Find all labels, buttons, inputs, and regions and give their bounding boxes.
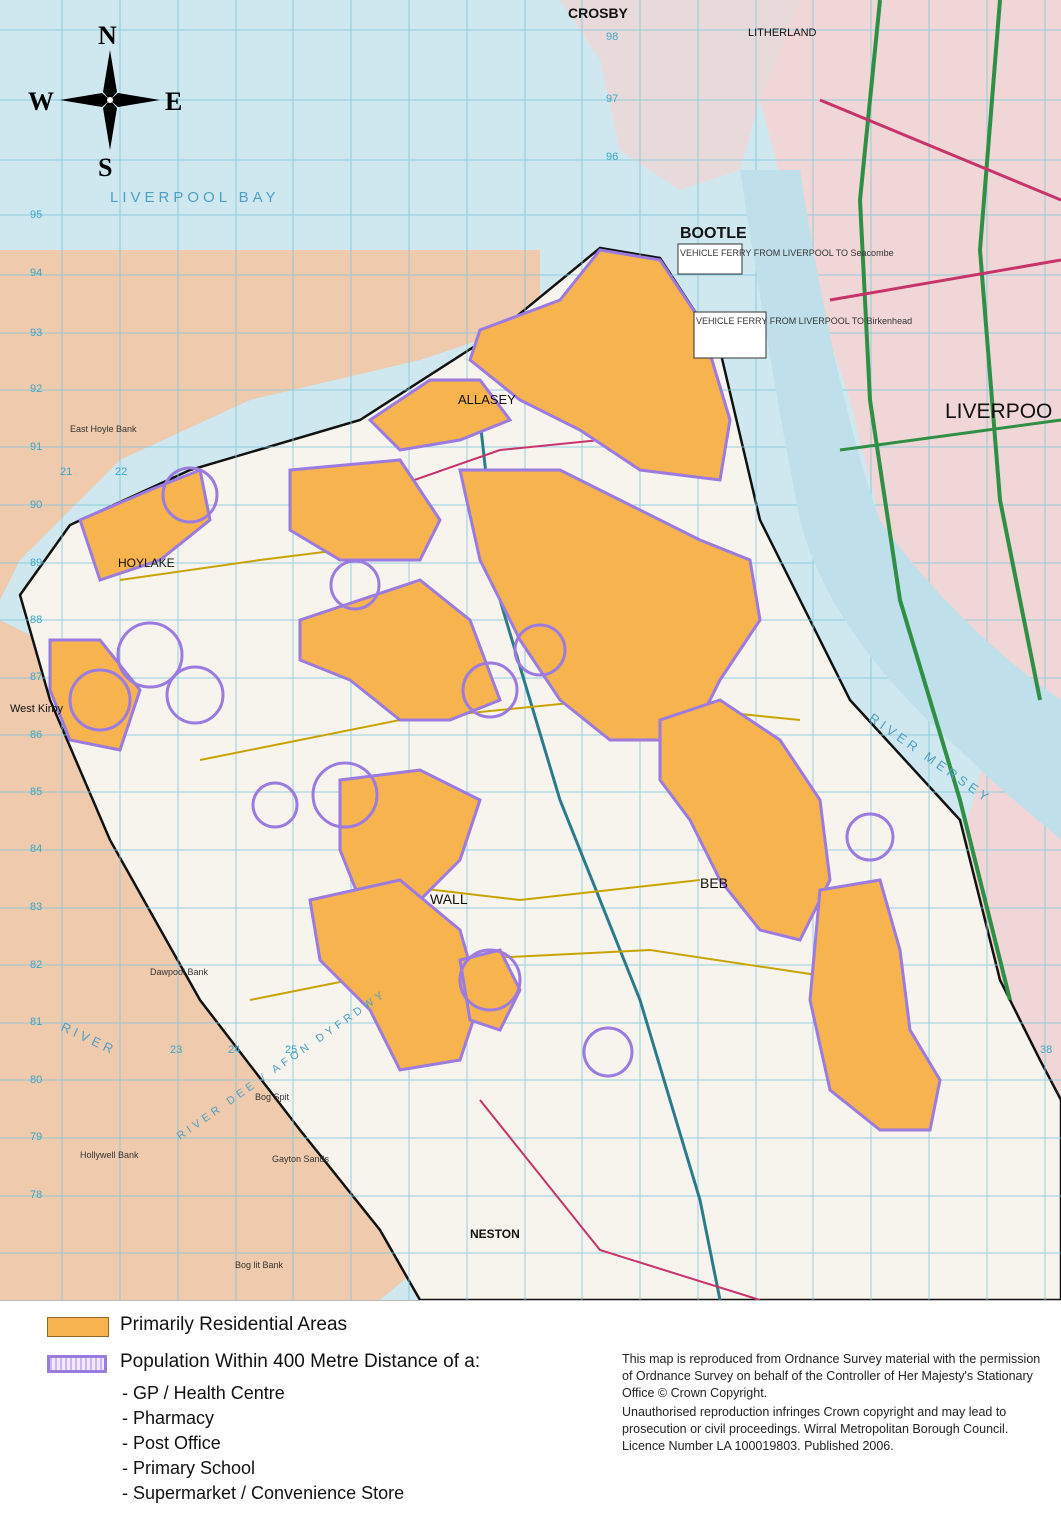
legend-buffer-item: - Supermarket / Convenience Store: [122, 1483, 405, 1503]
legend-buffer-item: - Primary School: [122, 1458, 256, 1478]
svg-text:91: 91: [30, 441, 42, 453]
svg-text:79: 79: [30, 1131, 42, 1143]
label-hollywell-bank: Hollywell Bank: [80, 1150, 139, 1160]
compass-west: W: [28, 87, 54, 116]
svg-text:92: 92: [30, 383, 42, 395]
wallasey-residential: [468, 248, 732, 482]
compass-rose: N S E W: [28, 21, 182, 182]
ferry-note-seacombe: VEHICLE FERRY FROM LIVERPOOL TO Seacombe: [680, 248, 894, 258]
place-hoylake: HOYLAKE: [118, 556, 175, 570]
place-crosby: CROSBY: [568, 5, 629, 21]
legend-swatch-residential: [47, 1317, 109, 1337]
svg-text:86: 86: [30, 729, 42, 741]
bromborough-residential: [808, 878, 942, 1132]
label-gayton-sands: Gayton Sands: [272, 1154, 330, 1164]
birkenhead-residential: [458, 468, 762, 742]
place-beb: BEB: [700, 875, 728, 891]
copyright-notice: This map is reproduced from Ordnance Sur…: [622, 1351, 1042, 1457]
ferry-box-birkenhead: [693, 311, 767, 359]
residential-areas: [48, 248, 942, 1132]
svg-text:23: 23: [170, 1044, 182, 1056]
svg-text:93: 93: [30, 327, 42, 339]
legend-buffer-title: Population Within 400 Metre Distance of …: [120, 1351, 481, 1372]
label-bog-lit-bank: Bog lit Bank: [235, 1260, 284, 1270]
service-buffers: [68, 466, 895, 1078]
legend-buffer-item: - GP / Health Centre: [122, 1383, 285, 1403]
svg-text:22: 22: [115, 466, 127, 478]
upton-residential: [298, 578, 502, 722]
svg-text:83: 83: [30, 901, 42, 913]
svg-text:90: 90: [30, 499, 42, 511]
label-dawpool-bank: Dawpool Bank: [150, 967, 209, 977]
svg-text:38: 38: [1040, 1044, 1052, 1056]
label-bog-spit: Bog Spit: [255, 1092, 290, 1102]
svg-text:87: 87: [30, 671, 42, 683]
hoyle-bank: [0, 250, 540, 600]
crosby-urban-area: [560, 0, 800, 190]
place-wall: WALL: [430, 891, 468, 907]
wallasey-village-residential: [367, 378, 513, 452]
legend-buffer-item: - Post Office: [122, 1433, 221, 1453]
svg-text:95: 95: [30, 209, 42, 221]
label-east-hoyle-bank: East Hoyle Bank: [70, 424, 137, 434]
svg-text:24: 24: [228, 1044, 240, 1056]
west-kirby-residential: [48, 638, 142, 752]
map-legend: Primarily Residential Areas Population W…: [0, 1300, 1061, 1515]
bebington-residential: [658, 698, 832, 942]
compass-east: E: [165, 87, 182, 116]
svg-text:78: 78: [30, 1189, 42, 1201]
map-canvas: 98 97 96 95 94 93 92 91 90 89 88 87 86 85 84 83 82 8…: [0, 0, 1061, 1300]
legend-swatch-buffer: [47, 1355, 107, 1373]
compass-south: S: [98, 153, 112, 182]
hoylake-residential: [78, 467, 212, 582]
svg-text:81: 81: [30, 1016, 42, 1028]
svg-text:85: 85: [30, 786, 42, 798]
place-litherland: LITHERLAND: [748, 27, 817, 39]
svg-text:89: 89: [30, 557, 42, 569]
legend-residential-label: Primarily Residential Areas: [120, 1314, 348, 1335]
svg-text:98: 98: [606, 31, 618, 43]
compass-north: N: [98, 21, 117, 50]
svg-text:21: 21: [60, 466, 72, 478]
river-mersey: [740, 170, 1061, 840]
svg-text:97: 97: [606, 93, 618, 105]
place-west-kirby: West Kirby: [10, 703, 63, 715]
legend-buffer-list: - GP / Health Centre - Pharmacy - Post O…: [122, 1381, 404, 1506]
heswall-residential: [308, 878, 482, 1072]
copyright-para-1: This map is reproduced from Ordnance Sur…: [622, 1352, 1041, 1400]
ferry-box-seacombe: [677, 243, 743, 275]
svg-text:88: 88: [30, 614, 42, 626]
map-frame: 98 97 96 95 94 93 92 91 90 89 88 87 86 85 84 83 82 8…: [0, 0, 1061, 1300]
ferry-note-birkenhead: VEHICLE FERRY FROM LIVERPOOL TO Birkenhe…: [696, 316, 912, 326]
svg-text:84: 84: [30, 843, 42, 855]
svg-text:25: 25: [285, 1044, 297, 1056]
place-wallasey: ALLASEY: [458, 392, 516, 407]
place-liverpool: LIVERPOO: [945, 400, 1052, 423]
svg-text:80: 80: [30, 1074, 42, 1086]
svg-text:96: 96: [606, 151, 618, 163]
wirral-peninsula: [18, 246, 1061, 1300]
place-neston: NESTON: [470, 1227, 520, 1241]
sea-label-liverpool-bay: LIVERPOOL BAY: [110, 189, 280, 206]
copyright-para-2: Unauthorised reproduction infringes Crow…: [622, 1405, 1009, 1453]
moreton-residential: [288, 458, 442, 562]
place-bootle: BOOTLE: [680, 225, 747, 242]
legend-buffer-item: - Pharmacy: [122, 1408, 215, 1428]
svg-text:82: 82: [30, 959, 42, 971]
svg-text:94: 94: [30, 267, 42, 279]
grid-labels: 98 97 96 95 94 93 92 91 90 89 88 87 86 85 84 83 82 8…: [30, 31, 1052, 1201]
